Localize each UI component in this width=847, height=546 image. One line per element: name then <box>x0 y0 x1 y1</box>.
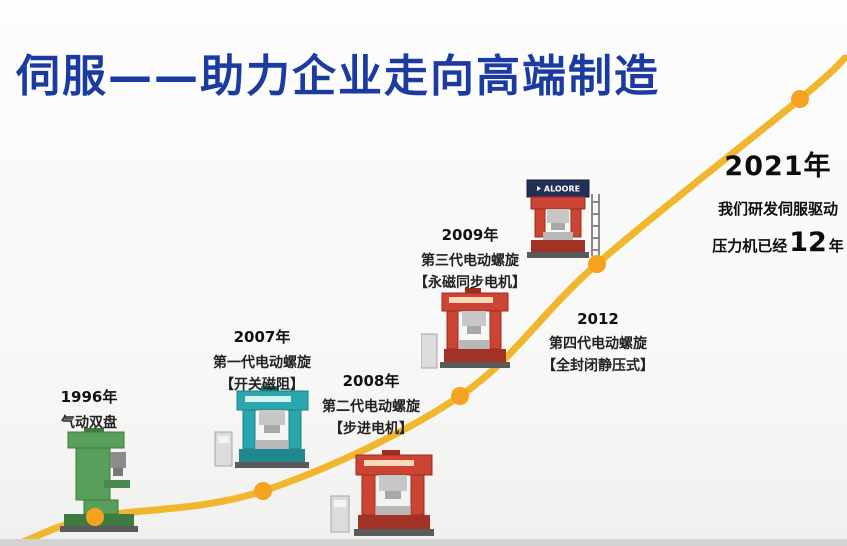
finale-line1: 我们研发伺服驱动 <box>717 200 839 218</box>
press-machine-2009-illustration <box>421 288 513 385</box>
milestone-name: 气动双盘 <box>61 415 117 431</box>
milestone-name: 第二代电动螺旋 <box>322 399 420 415</box>
press-machine-2008-illustration <box>330 450 437 546</box>
milestone-detail: 【步进电机】 <box>329 421 413 437</box>
milestone-year: 2009年 <box>441 226 499 244</box>
milestone-name: 第一代电动螺旋 <box>213 355 311 371</box>
milestone-year: 2007年 <box>233 328 291 346</box>
finale-line2-suffix: 年 <box>828 237 844 255</box>
machine-brand-text: ALOORE <box>544 185 580 194</box>
bottom-edge-strip <box>0 539 847 546</box>
finale-year: 2021年 <box>724 151 832 182</box>
finale-line2: 压力机已经 12 年 <box>712 227 844 258</box>
milestone-detail: 【永磁同步电机】 <box>414 275 526 291</box>
finale-line2-prefix: 压力机已经 <box>712 237 788 255</box>
milestone-2007-label: 2007年 第一代电动螺旋 【开关磁阻】 <box>213 326 311 396</box>
milestone-2021-label: 2021年 我们研发伺服驱动 压力机已经 12 年 <box>712 144 844 258</box>
milestone-dot-2021 <box>791 90 809 108</box>
press-machine-2021-illustration: ALOORE <box>517 178 603 272</box>
milestone-dot-2012 <box>588 255 606 273</box>
red-navy-press-icon: ALOORE <box>526 179 600 258</box>
milestone-name: 第三代电动螺旋 <box>421 253 519 269</box>
milestone-dot-2007 <box>254 482 272 500</box>
milestone-year: 2008年 <box>342 372 400 390</box>
milestone-2008-label: 2008年 第二代电动螺旋 【步进电机】 <box>322 370 420 440</box>
milestone-name: 第四代电动螺旋 <box>549 336 647 352</box>
finale-years-count: 12 <box>789 227 827 258</box>
teal-press-icon <box>214 386 309 468</box>
milestone-dot-1996 <box>86 508 104 526</box>
press-machine-2007-illustration <box>214 386 314 481</box>
milestone-2009-label: 2009年 第三代电动螺旋 【永磁同步电机】 <box>414 224 526 294</box>
milestone-detail: 【全封闭静压式】 <box>542 358 654 374</box>
milestone-1996-label: 1996年 气动双盘 <box>61 386 118 434</box>
milestone-detail: 【开关磁阻】 <box>220 377 304 393</box>
red-press-icon <box>421 288 510 369</box>
milestone-year: 1996年 <box>60 388 118 406</box>
page-title: 伺服——助力企业走向高端制造 <box>16 51 660 102</box>
milestone-year: 2012 <box>577 310 619 328</box>
milestone-dot-2008 <box>451 387 469 405</box>
red-press-icon <box>330 450 434 536</box>
milestone-2012-label: 2012 第四代电动螺旋 【全封闭静压式】 <box>542 310 654 377</box>
